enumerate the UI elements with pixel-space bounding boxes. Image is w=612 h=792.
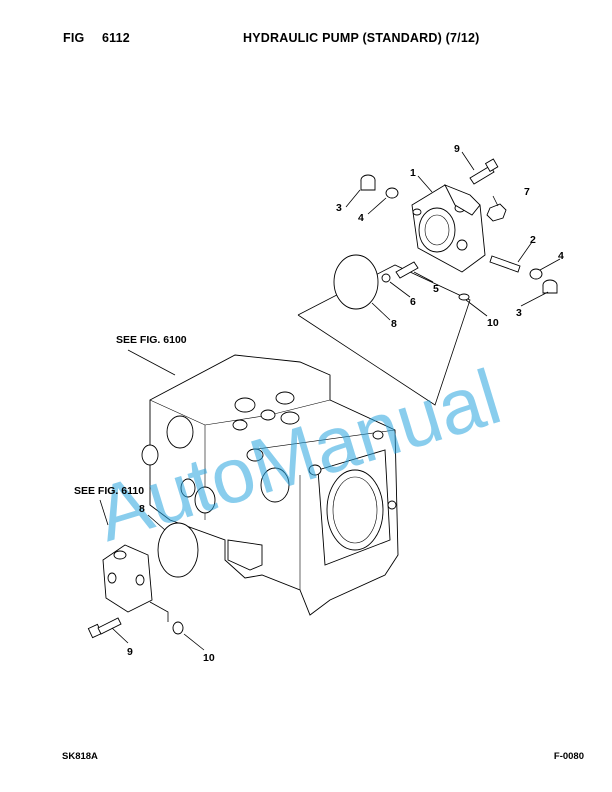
bolt-part-9-lower: [87, 617, 122, 639]
o-ring-part-10-lower: [172, 621, 184, 635]
callout-4-upper: 4: [358, 212, 364, 224]
pin-part-2: [489, 255, 521, 273]
o-ring-part-6: [381, 273, 391, 283]
callout-4-right: 4: [558, 250, 564, 262]
sheet-id: SK818A: [62, 751, 98, 762]
o-ring-part-10-upper: [458, 293, 470, 301]
fig-label: FIG: [63, 31, 85, 45]
callout-5: 5: [433, 283, 439, 295]
o-ring-part-4-upper: [385, 187, 399, 199]
callout-1: 1: [410, 167, 416, 179]
callout-8-upper: 8: [391, 318, 397, 330]
nut-part-7: [486, 203, 507, 222]
flange-part-1: [411, 184, 486, 273]
callout-9-lower: 9: [127, 646, 133, 658]
screw-part-5: [395, 261, 419, 279]
o-ring-part-8-upper: [333, 254, 379, 310]
callout-8-lower: 8: [139, 503, 145, 515]
callout-7: 7: [524, 186, 530, 198]
reference-lower-block: SEE FIG. 6110: [74, 485, 145, 497]
callout-10-upper: 10: [487, 317, 499, 329]
o-ring-part-4-right: [529, 268, 543, 280]
callout-6: 6: [410, 296, 416, 308]
page-title: HYDRAULIC PUMP (STANDARD) (7/12): [243, 31, 480, 45]
callout-3-upper: 3: [336, 202, 342, 214]
figure-code: F-0080: [553, 751, 584, 762]
lower-left-block: [102, 544, 153, 613]
callout-3-right: 3: [516, 307, 522, 319]
bolt-part-9-upper: [469, 158, 499, 185]
reference-main-housing: SEE FIG. 6100: [116, 334, 187, 346]
plug-part-3-upper: [360, 174, 376, 191]
plug-part-3-right: [542, 279, 558, 294]
callout-10-lower: 10: [203, 652, 215, 664]
callout-9-upper: 9: [454, 143, 460, 155]
lower-reference-line: [149, 601, 169, 622]
callout-2: 2: [530, 234, 536, 246]
leader-lines: [99, 151, 561, 651]
o-ring-part-8-lower: [157, 522, 199, 578]
main-pump-housing: [141, 354, 399, 616]
fig-number: 6112: [102, 31, 130, 45]
